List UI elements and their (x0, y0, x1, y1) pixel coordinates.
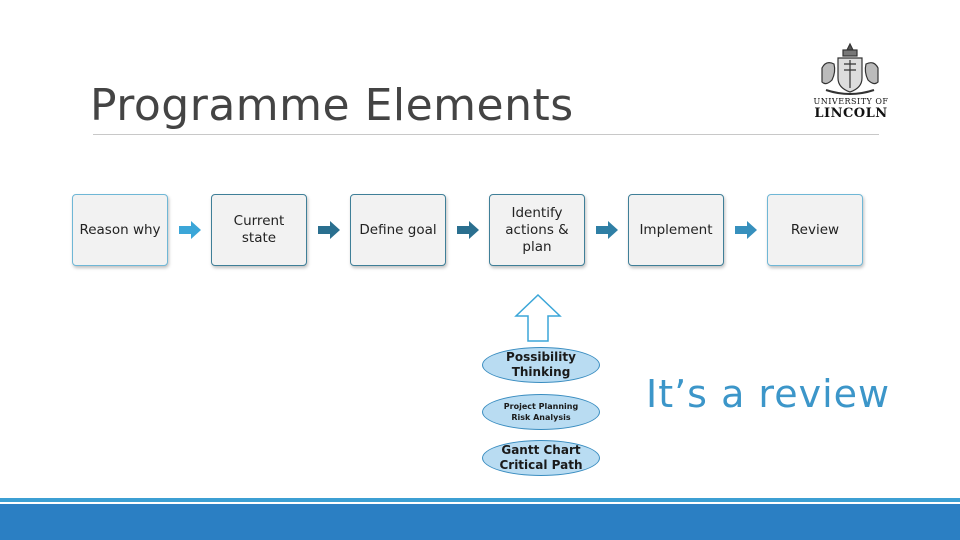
arrow-right-icon (735, 221, 757, 239)
step-implement: Implement (628, 194, 724, 266)
slide-title: Programme Elements (90, 80, 574, 131)
arrow-right-icon (318, 221, 340, 239)
step-define-goal: Define goal (350, 194, 446, 266)
footer-accent-line (0, 498, 960, 502)
step-identify-actions-plan: Identify actions & plan (489, 194, 585, 266)
review-note: It’s a review (646, 372, 891, 416)
tool-gantt-chart: Gantt Chart Critical Path (482, 440, 600, 476)
arrow-up-icon (514, 294, 562, 342)
footer-band (0, 504, 960, 540)
tool-possibility-thinking: Possibility Thinking (482, 347, 600, 383)
arrow-right-icon (596, 221, 618, 239)
logo-university-of: UNIVERSITY OF (813, 97, 889, 106)
step-current-state: Current state (211, 194, 307, 266)
university-crest-icon (821, 42, 879, 95)
step-reason-why: Reason why (72, 194, 168, 266)
arrow-right-icon (457, 221, 479, 239)
title-divider (93, 134, 879, 135)
arrow-right-icon (179, 221, 201, 239)
tool-project-planning: Project Planning Risk Analysis (482, 394, 600, 430)
logo-lincoln: LINCOLN (814, 106, 888, 121)
step-review: Review (767, 194, 863, 266)
